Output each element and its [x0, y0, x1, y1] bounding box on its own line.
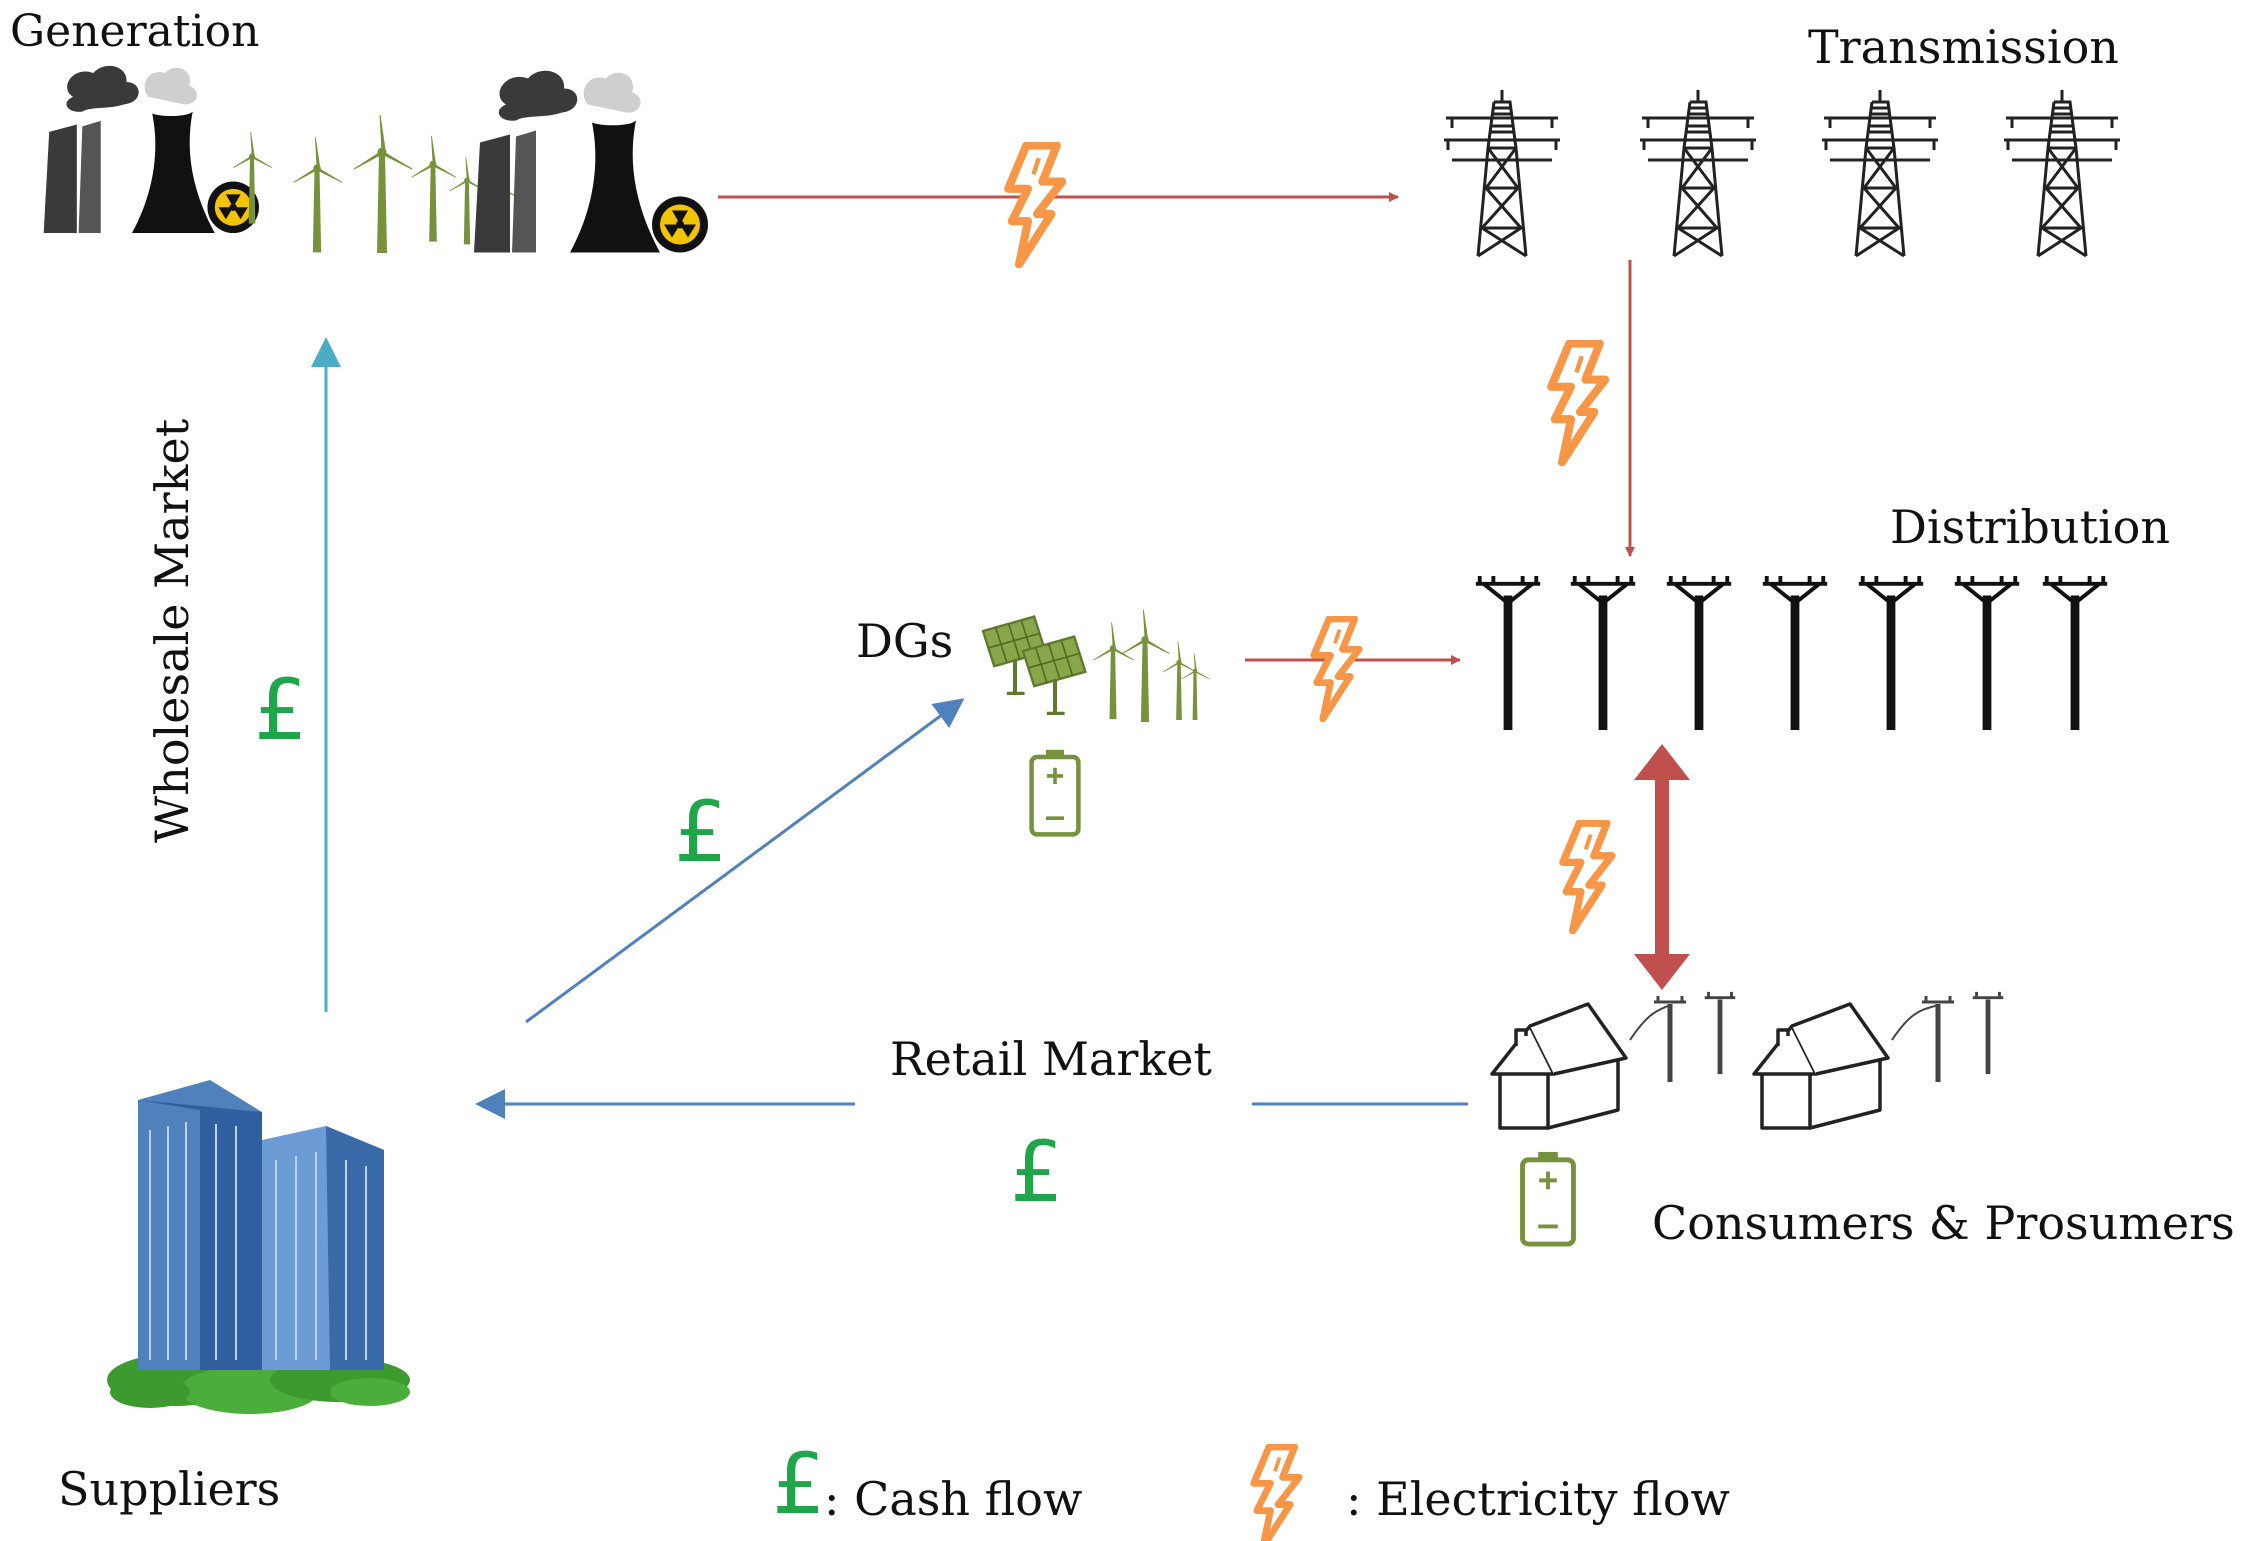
utility-pole-icon: [1571, 576, 1635, 730]
legend-electricity-label: : Electricity flow: [1346, 1472, 1730, 1526]
retail-cash-symbol: £: [1010, 1123, 1064, 1221]
utility-pole-icon: [1705, 992, 1736, 1074]
distribution-poles: [1476, 576, 2107, 730]
pylon-icon: [2002, 88, 2122, 258]
utility-pole-icon: [1476, 576, 1540, 730]
utility-pole-icon: [1955, 576, 2019, 730]
utility-pole-icon: [1654, 996, 1686, 1082]
legend-cash-label: : Cash flow: [824, 1472, 1083, 1526]
pylon-icon: [1442, 88, 1562, 258]
generation-label: Generation: [10, 6, 260, 57]
solar-panel-icon: [1023, 637, 1085, 714]
legend-cash-symbol: £: [772, 1435, 826, 1533]
cash-flow-arrows: [311, 337, 1468, 1119]
utility-pole-icon: [1859, 576, 1923, 730]
pylon-icon: [1820, 88, 1940, 258]
office-building-icon: [107, 1080, 410, 1414]
lightning-bolt-icon: [1563, 823, 1612, 930]
utility-pole-icon: [2043, 576, 2107, 730]
distribution-consumers-arrow: [1634, 744, 1690, 990]
house-icon: [1490, 1002, 1628, 1130]
wind-turbine-icon: [1093, 609, 1210, 722]
pylon-icon: [1638, 88, 1758, 258]
distribution-label: Distribution: [1890, 500, 2170, 554]
dgs-cash-symbol: £: [674, 783, 728, 881]
battery-icon: [1032, 750, 1079, 835]
battery-icon: [1523, 1152, 1574, 1244]
dgs-label: DGs: [856, 614, 954, 668]
utility-pole-icon: [1667, 576, 1731, 730]
factory-icon: [474, 70, 708, 253]
consumer-houses: [1490, 992, 2004, 1244]
wholesale-cash-symbol: £: [254, 661, 308, 759]
transmission-pylons: [1442, 88, 2122, 258]
transmission-label: Transmission: [1808, 20, 2119, 74]
consumers-prosumers-label: Consumers & Prosumers: [1652, 1196, 2235, 1250]
suppliers-label: Suppliers: [58, 1462, 281, 1516]
electricity-flow-arrows: [718, 192, 1690, 990]
utility-pole-icon: [1973, 992, 2004, 1074]
lightning-bolt-icon: [1314, 619, 1359, 719]
suppliers-to-dgs-cash-arrow: [525, 698, 965, 1024]
electricity-flow-markers: [1008, 146, 1612, 1541]
generation-plants: [43, 65, 708, 254]
lightning-bolt-icon: [1551, 344, 1605, 463]
wholesale-market-label: Wholesale Market: [145, 418, 199, 843]
nuclear-icon: [43, 65, 259, 234]
retail-market-label: Retail Market: [890, 1032, 1212, 1086]
legend-lightning-bolt-icon: [1254, 1447, 1299, 1541]
lightning-bolt-icon: [1008, 146, 1062, 265]
dgs-icons: [983, 609, 1210, 835]
house-icon: [1752, 1002, 1890, 1130]
utility-pole-icon: [1763, 576, 1827, 730]
